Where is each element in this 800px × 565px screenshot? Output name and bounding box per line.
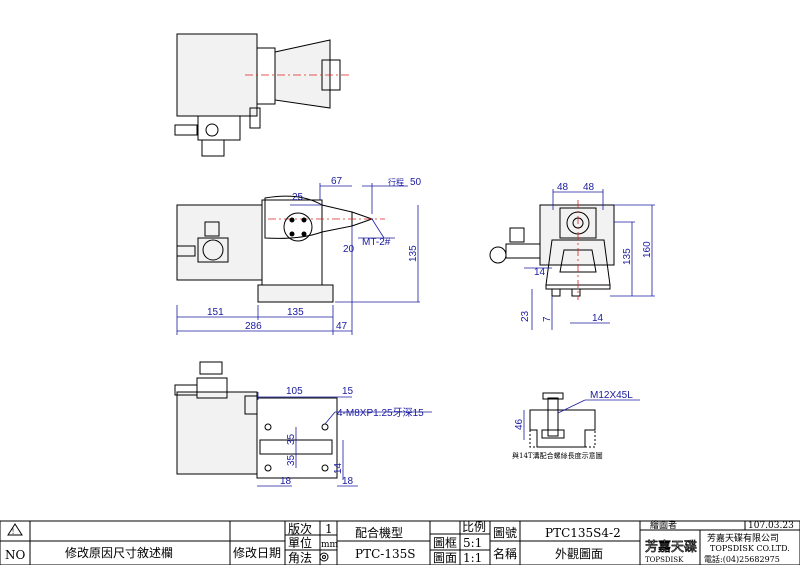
dim-18-left: 18 bbox=[280, 476, 292, 487]
front-view-fitting bbox=[176, 245, 196, 257]
edition-value: 1 bbox=[325, 522, 333, 536]
drafter-label: 繪圖者 bbox=[650, 519, 677, 531]
scale-label: 比例 bbox=[462, 520, 486, 534]
company-phone: 電話:(04)25682975 bbox=[704, 554, 780, 564]
no-label: NO bbox=[5, 548, 26, 562]
dim-105: 105 bbox=[286, 386, 303, 397]
name-label: 名稱 bbox=[493, 546, 517, 561]
dim-hole-spec: 4-M8XP1.25牙深15 bbox=[337, 407, 424, 419]
side-view-valve bbox=[509, 227, 525, 243]
scale-frame-value: 5:1 bbox=[463, 536, 482, 550]
dim-35-upper: 35 bbox=[286, 433, 297, 445]
projection-symbol-icon bbox=[319, 552, 329, 562]
detail-note: 與14T溝配合螺絲長度示意圖 bbox=[512, 451, 603, 460]
drawing-no-label: 圖號 bbox=[493, 526, 517, 540]
dim-50: 50 bbox=[410, 177, 422, 188]
dim-46: 46 bbox=[514, 418, 525, 430]
model-label: 配合機型 bbox=[355, 525, 403, 540]
front-view-base bbox=[257, 284, 334, 303]
revision-label: 修改原因尺寸敘述欄 bbox=[65, 545, 173, 560]
dim-bolt: M12X45L bbox=[590, 390, 633, 401]
edition-label: 版次 bbox=[288, 522, 312, 536]
dim-14-lower: 14 bbox=[592, 313, 604, 324]
dim-25: 25 bbox=[292, 192, 304, 203]
detail-view: M12X45L 46 與14T溝配合螺絲長度示意圖 bbox=[512, 390, 640, 460]
dim-7: 7 bbox=[542, 316, 553, 322]
unit-value: mm bbox=[321, 540, 339, 550]
dim-15: 15 bbox=[342, 386, 354, 397]
dim-286: 286 bbox=[245, 321, 262, 332]
bottom-view-body bbox=[176, 391, 258, 475]
front-view-valve bbox=[197, 237, 229, 263]
revision-date-label: 修改日期 bbox=[233, 545, 281, 560]
dim-14-bottom: 14 bbox=[333, 462, 344, 474]
dim-135-vertical: 135 bbox=[408, 245, 419, 262]
dim-135-horizontal: 135 bbox=[287, 307, 304, 318]
bottom-view: 105 15 4-M8XP1.25牙深15 35 35 14 18 18 bbox=[174, 361, 432, 487]
dim-48-left: 48 bbox=[557, 182, 569, 193]
dim-160: 160 bbox=[642, 241, 653, 258]
scale-face-value: 1:1 bbox=[463, 551, 482, 565]
top-view-knob bbox=[249, 107, 261, 129]
dim-35-lower: 35 bbox=[286, 454, 297, 466]
top-view bbox=[174, 33, 350, 157]
name-value: 外觀圖面 bbox=[555, 547, 603, 561]
scale-frame-label: 圖框 bbox=[433, 536, 457, 550]
dim-20: 20 bbox=[343, 244, 355, 255]
company-logo-subtext: TOPSDISK bbox=[645, 556, 684, 564]
dim-48-right: 48 bbox=[583, 182, 595, 193]
front-view-valve-top bbox=[204, 221, 220, 237]
front-view-gauge-icon bbox=[202, 239, 224, 261]
dim-23: 23 bbox=[520, 310, 531, 322]
top-view-regulator bbox=[201, 139, 225, 157]
side-view-regulator bbox=[505, 243, 541, 259]
drawing-no-value: PTC135S4-2 bbox=[545, 526, 621, 540]
company-logo: 芳嘉天碟 bbox=[645, 540, 697, 555]
top-view-quill bbox=[274, 39, 331, 109]
dim-14-upper: 14 bbox=[534, 267, 546, 278]
dim-mt: MT-2# bbox=[362, 237, 391, 248]
warning-icon bbox=[7, 523, 23, 536]
bottom-view-base bbox=[256, 397, 338, 479]
top-view-fitting bbox=[174, 124, 198, 136]
unit-label: 單位 bbox=[288, 535, 312, 550]
company-cn: 芳嘉天碟有限公司 bbox=[707, 532, 779, 544]
angle-label: 角法 bbox=[288, 551, 312, 565]
top-view-body bbox=[176, 33, 258, 117]
dim-stroke-label: 行程 bbox=[388, 177, 404, 187]
dim-18-right: 18 bbox=[342, 476, 354, 487]
front-view: 25 67 行程 50 MT-2# 20 135 151 135 286 47 bbox=[176, 176, 422, 335]
svg-text:!: ! bbox=[12, 528, 15, 536]
dim-151: 151 bbox=[207, 307, 224, 318]
date-value: 107.03.23 bbox=[748, 521, 794, 531]
bottom-view-regulator bbox=[199, 361, 223, 375]
scale-face-label: 圖面 bbox=[433, 551, 457, 565]
company-en: TOPSDISK CO.LTD. bbox=[710, 544, 790, 553]
front-view-handwheel bbox=[283, 212, 313, 242]
top-view-valve-icon bbox=[205, 123, 219, 137]
side-view-body bbox=[539, 204, 615, 266]
dim-67: 67 bbox=[331, 176, 343, 187]
model-value: PTC-135S bbox=[355, 547, 415, 561]
side-view: 48 48 135 160 14 23 7 14 bbox=[489, 182, 655, 330]
title-block: ! NO 修改原因尺寸敘述欄 修改日期 版次 1 單位 mm 角法 配合機型 P… bbox=[0, 519, 800, 565]
detail-bolt-icon bbox=[547, 397, 559, 437]
dim-135-side: 135 bbox=[622, 248, 633, 265]
dim-47: 47 bbox=[336, 321, 348, 332]
